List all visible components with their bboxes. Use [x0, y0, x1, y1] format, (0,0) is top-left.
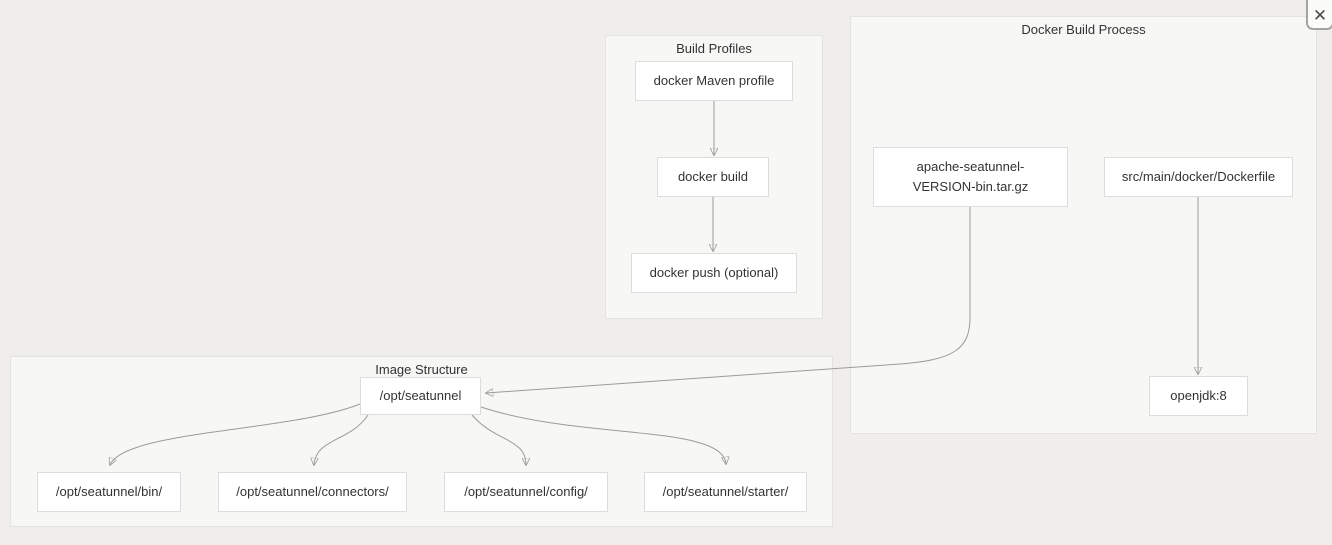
node-opt-seatunnel: /opt/seatunnel	[360, 377, 481, 415]
close-button[interactable]: ✕	[1306, 0, 1332, 30]
node-label: /opt/seatunnel/bin/	[55, 484, 163, 499]
node-label: openjdk:8	[1170, 388, 1227, 403]
node-opt-seatunnel-bin: /opt/seatunnel/bin/	[37, 472, 181, 512]
group-docker-build-process: Docker Build Process	[850, 16, 1317, 434]
node-label: /opt/seatunnel/starter/	[662, 484, 789, 499]
node-apache-tarball: apache-seatunnel- VERSION-bin.tar.gz	[873, 147, 1068, 207]
node-label: docker push (optional)	[649, 265, 779, 280]
node-docker-maven-profile: docker Maven profile	[635, 61, 793, 101]
close-icon: ✕	[1312, 6, 1328, 25]
node-opt-seatunnel-starter: /opt/seatunnel/starter/	[644, 472, 807, 512]
node-label: src/main/docker/Dockerfile	[1121, 169, 1276, 184]
group-title-image-structure: Image Structure	[375, 362, 468, 377]
node-label-line2: VERSION-bin.tar.gz	[912, 179, 1029, 194]
node-label: /opt/seatunnel/config/	[464, 484, 588, 499]
node-dockerfile: src/main/docker/Dockerfile	[1104, 157, 1293, 197]
node-docker-build: docker build	[657, 157, 769, 197]
node-label: docker build	[677, 169, 749, 184]
group-title-docker-build-process: Docker Build Process	[1021, 22, 1146, 37]
node-label: docker Maven profile	[653, 73, 775, 88]
node-label-line1: apache-seatunnel-	[916, 159, 1025, 174]
node-docker-push: docker push (optional)	[631, 253, 797, 293]
node-label: /opt/seatunnel	[379, 388, 462, 403]
group-title-build-profiles: Build Profiles	[676, 41, 752, 56]
node-label: /opt/seatunnel/connectors/	[236, 484, 389, 499]
node-opt-seatunnel-config: /opt/seatunnel/config/	[444, 472, 608, 512]
node-openjdk: openjdk:8	[1149, 376, 1248, 416]
node-opt-seatunnel-connectors: /opt/seatunnel/connectors/	[218, 472, 407, 512]
